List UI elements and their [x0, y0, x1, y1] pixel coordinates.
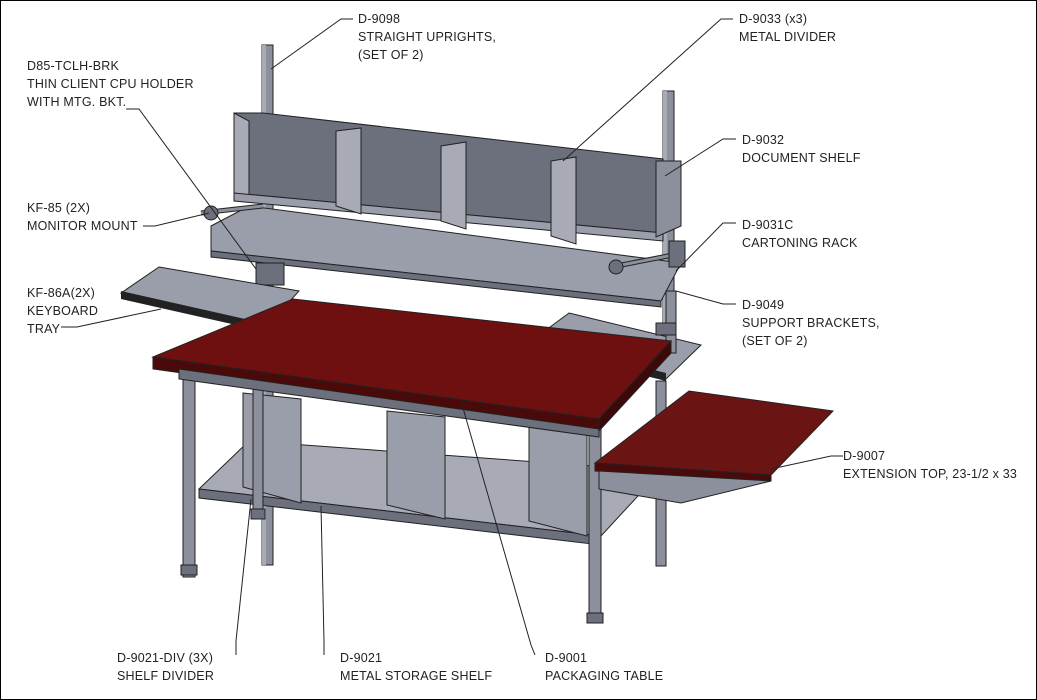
- callout-support-brackets: D-9049 SUPPORT BRACKETS, (SET OF 2): [742, 296, 880, 350]
- part-description: CARTONING RACK: [742, 236, 858, 250]
- part-number: D-9032: [742, 133, 785, 147]
- part-description: WITH MTG. BKT.: [27, 95, 127, 109]
- part-number: D-9033 (x3): [739, 12, 808, 26]
- callout-straight-uprights: D-9098 STRAIGHT UPRIGHTS, (SET OF 2): [358, 10, 496, 64]
- part-description: METAL DIVIDER: [739, 30, 837, 44]
- part-description: THIN CLIENT CPU HOLDER: [27, 77, 194, 91]
- callout-metal-divider: D-9033 (x3) METAL DIVIDER: [739, 10, 836, 46]
- part-number: D-9031C: [742, 218, 794, 232]
- extension-top: [593, 390, 835, 504]
- part-description: STRAIGHT UPRIGHTS,: [358, 30, 497, 44]
- callout-document-shelf: D-9032 DOCUMENT SHELF: [742, 131, 861, 167]
- leader-lines: [61, 18, 843, 656]
- part-description: EXTENSION TOP, 23-1/2 x 33: [843, 467, 1018, 481]
- part-description: (SET OF 2): [358, 48, 424, 62]
- monitor-mount-right: [608, 240, 686, 275]
- part-description: TRAY: [27, 322, 61, 336]
- cpu-holder: [255, 262, 285, 286]
- part-description: DOCUMENT SHELF: [742, 151, 861, 165]
- part-description: METAL STORAGE SHELF: [340, 669, 493, 683]
- part-number: KF-86A(2X): [27, 286, 95, 300]
- part-number: D-9021-DIV (3X): [117, 651, 214, 665]
- tabletop: [151, 298, 673, 438]
- part-number: D-9098: [358, 12, 401, 26]
- part-description: KEYBOARD: [27, 304, 99, 318]
- part-description: PACKAGING TABLE: [545, 669, 664, 683]
- part-description: SUPPORT BRACKETS,: [742, 316, 880, 330]
- callout-keyboard-tray: KF-86A(2X) KEYBOARD TRAY: [27, 284, 98, 338]
- part-number: KF-85 (2X): [27, 201, 91, 215]
- part-number: D85-TCLH-BRK: [27, 59, 119, 73]
- callout-extension-top: D-9007 EXTENSION TOP, 23-1/2 x 33: [843, 447, 1017, 483]
- part-number: D-9021: [340, 651, 383, 665]
- part-number: D-9001: [545, 651, 588, 665]
- part-description: SHELF DIVIDER: [117, 669, 215, 683]
- part-number: D-9007: [843, 449, 886, 463]
- callout-cpu-holder: D85-TCLH-BRK THIN CLIENT CPU HOLDER WITH…: [27, 57, 194, 111]
- part-number: D-9049: [742, 298, 785, 312]
- part-description: MONITOR MOUNT: [27, 219, 138, 233]
- callout-metal-storage-shelf: D-9021 METAL STORAGE SHELF: [340, 649, 492, 685]
- callout-shelf-divider: D-9021-DIV (3X) SHELF DIVIDER: [117, 649, 214, 685]
- part-description: (SET OF 2): [742, 334, 808, 348]
- callout-monitor-mount: KF-85 (2X) MONITOR MOUNT: [27, 199, 138, 235]
- callout-packaging-table: D-9001 PACKAGING TABLE: [545, 649, 663, 685]
- callout-cartoning-rack: D-9031C CARTONING RACK: [742, 216, 858, 252]
- monitor-mount-left: [200, 203, 264, 221]
- metal-dividers: [335, 127, 577, 245]
